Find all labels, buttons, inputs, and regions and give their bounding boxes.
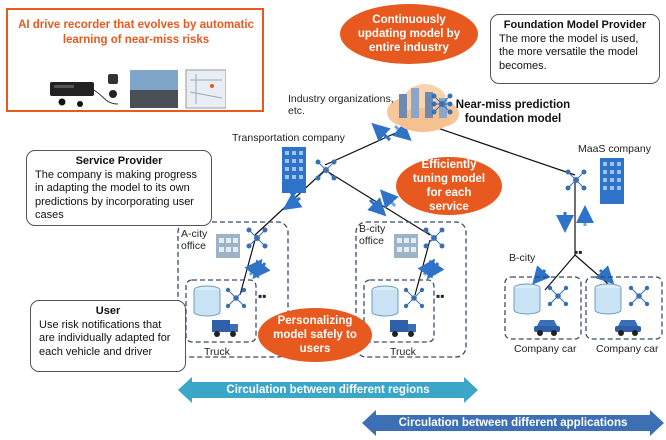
bubble-personalizing: Personalizing model safely to users	[258, 308, 372, 362]
label-b-city-office: B-city office	[359, 223, 386, 247]
network-icon	[315, 159, 337, 181]
foundation-provider-title: Foundation Model Provider	[503, 19, 647, 31]
device-unit-car-2	[594, 283, 650, 336]
ellipsis-dots: ▪▪	[436, 289, 445, 303]
bubble-industry-update: Continuously updating model by entire in…	[340, 4, 478, 64]
product-title: AI drive recorder that evolves by automa…	[18, 19, 254, 46]
label-truck-2: Truck	[390, 346, 416, 358]
user-callout: User Use risk notifications that are ind…	[30, 300, 186, 372]
network-icon	[565, 169, 587, 191]
drive-recorder-image	[50, 69, 226, 109]
network-icon	[246, 227, 268, 249]
device-unit-truck-2	[371, 285, 425, 337]
label-industry: Industry organizations, etc.	[288, 93, 394, 117]
regions-arrow-label: Circulation between different regions	[226, 384, 430, 396]
applications-arrow-shape	[362, 410, 664, 436]
device-unit-truck-1	[193, 285, 247, 337]
user-body: Use risk notifications that are individu…	[39, 318, 171, 358]
foundation-provider-body: The more the model is used, the more ver…	[499, 32, 639, 72]
regions-arrow-shape	[178, 377, 478, 403]
building-icon-maas	[600, 158, 624, 204]
ellipsis-dots: ▪▪	[258, 289, 267, 303]
product-box: AI drive recorder that evolves by automa…	[6, 8, 264, 112]
cloud-icon	[387, 84, 459, 132]
service-provider-body: The company is making progress in adapti…	[35, 168, 198, 222]
ellipsis-dots: ▪▪	[574, 245, 583, 259]
label-b-city: B-city	[509, 252, 536, 264]
applications-arrow-label: Circulation between different applicatio…	[398, 417, 628, 429]
service-provider-title: Service Provider	[75, 155, 163, 167]
label-company-car-1: Company car	[514, 343, 577, 355]
bubble-tuning: Efficiently tuning model for each servic…	[396, 157, 502, 215]
office-building-icon	[394, 234, 418, 258]
service-provider-callout: Service Provider The company is making p…	[26, 150, 212, 226]
label-a-city: A-city office	[181, 228, 208, 252]
label-company-car-2: Company car	[596, 343, 659, 355]
device-unit-car-1	[513, 283, 569, 336]
network-icon	[423, 227, 445, 249]
office-building-icon	[216, 234, 240, 258]
network-icon	[431, 93, 453, 115]
label-transport: Transportation company	[232, 132, 345, 144]
label-foundation-model: Near-miss prediction foundation model	[455, 99, 571, 125]
label-maas: MaaS company	[578, 143, 651, 155]
label-truck-1: Truck	[204, 346, 230, 358]
building-icon-transport	[282, 147, 306, 193]
user-title: User	[95, 305, 121, 317]
foundation-provider-callout: Foundation Model Provider The more the m…	[490, 14, 660, 84]
